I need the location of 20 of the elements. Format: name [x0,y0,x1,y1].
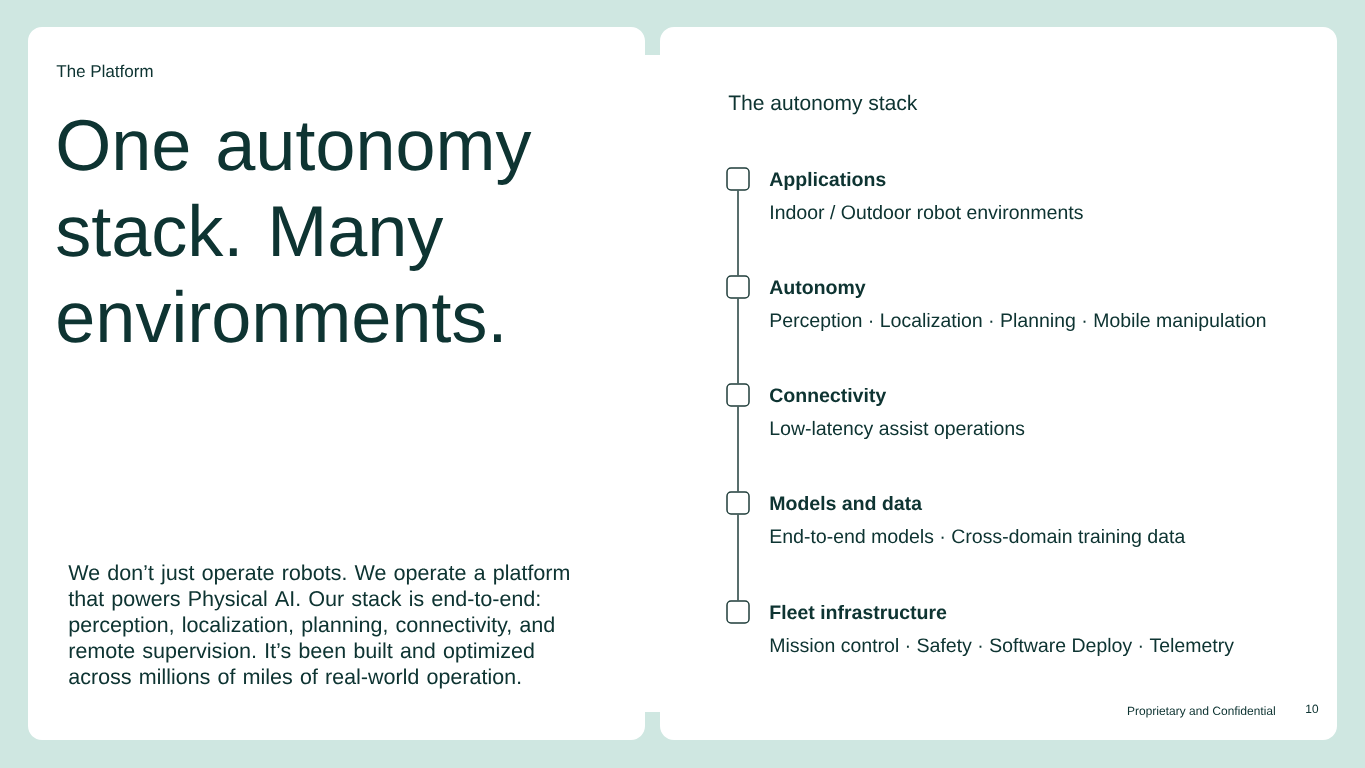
layer-heading: Fleet infrastructure [770,604,947,620]
connector-line [737,298,739,384]
layer-heading: Models and data [770,495,923,511]
layer-heading: Applications [769,171,886,191]
layer-heading: Autonomy [769,280,866,299]
footer-note: Proprietary and Confidential [1127,706,1275,718]
layer-description: Indoor / Outdoor robot environments [771,204,1083,220]
section-label: The Platform [56,64,153,78]
layer-description: Mission control · Safety · Software Deploy · Telemetry [770,637,1234,657]
headline: One autonomy stack. Many environments. [57,119,532,343]
layer-heading: Connectivity [770,387,887,407]
diagram-title: The autonomy stack [728,94,918,115]
page-number: 10 [1306,704,1319,714]
connector-line [737,406,739,492]
connector-line [737,190,739,276]
layer-description: End-to-end models · Cross-domain training data [770,528,1186,548]
body-paragraph: We don’t just operate robots. We operate a platform that powers Physical AI. Our stack is end-to-end: perception, localization, planning, connectivity, and remote supervision. It’s been built and optimized across millions of miles of real-world operation. [68,564,569,689]
layer-description: Perception · Localization · Planning · Mobile manipulation [770,312,1266,332]
layer-description: Low-latency assist operations [770,420,1025,440]
connector-line [737,514,739,601]
